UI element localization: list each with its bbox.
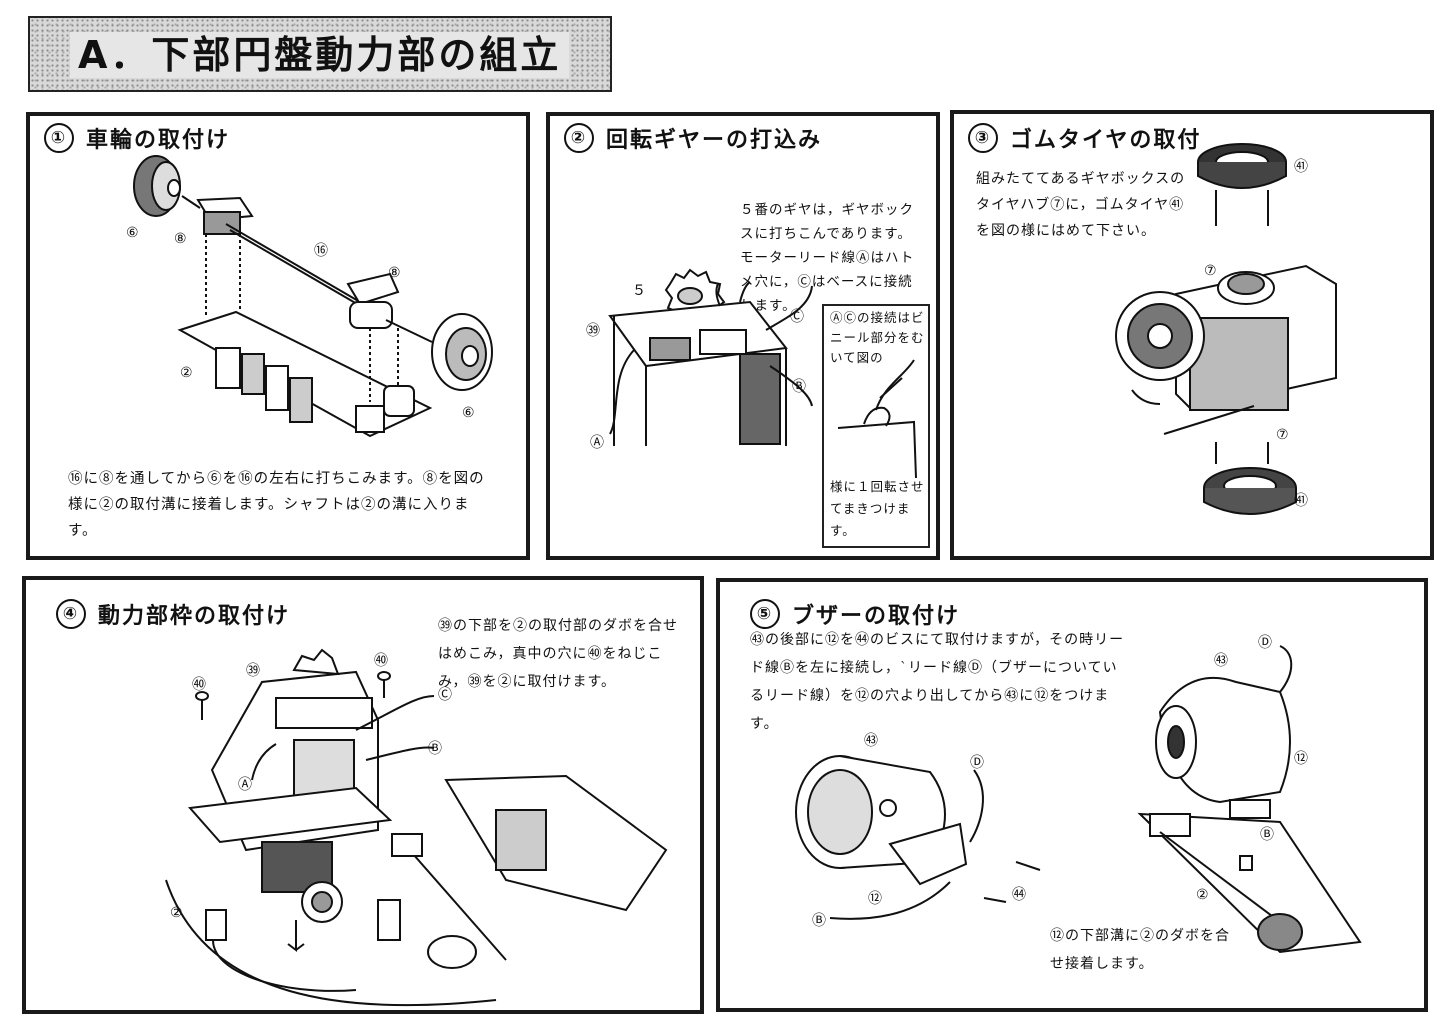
step4-title: ④ 動力部枠の取付け — [56, 598, 290, 630]
step3-number: ③ — [968, 123, 998, 153]
step5-title: ⑤ ブザーの取付け — [750, 598, 960, 630]
step4-label-lead-b: Ⓑ — [428, 741, 442, 757]
step5-label-lead-d-right: Ⓓ — [1258, 635, 1272, 651]
step1-label-base: ② — [180, 365, 193, 381]
title-banner: A．下部円盤動力部の組立 — [28, 16, 612, 92]
step4-label-screw-left: ㊵ — [192, 677, 206, 693]
step2-number: ② — [564, 123, 594, 153]
step4-title-text: 動力部枠の取付け — [98, 604, 291, 629]
step2-title-text: 回転ギヤーの打込み — [606, 128, 823, 153]
step5-number: ⑤ — [750, 599, 780, 629]
step5-label-buzzer-right: ㊸ — [1214, 653, 1228, 669]
step1-number: ① — [44, 123, 74, 153]
step2-label-lead-b: Ⓑ — [792, 379, 806, 395]
step4-label-base: ② — [170, 905, 183, 921]
step1-panel: ① 車輪の取付け — [26, 112, 530, 560]
step5-description: ㊸の後部に⑫を㊹のビスにて取付けますが，その時リード線Ⓑを左に接続し，`リード線… — [750, 632, 1125, 732]
step2-note-top: ⒶⒸの接続はビニール部分をむいて図の — [830, 310, 925, 365]
step3-description: 組みたててあるギヤボックスのタイヤハブ⑦に，ゴムタイヤ㊶を図の様にはめて下さい。 — [976, 171, 1186, 239]
step1-label-bracket-left: ⑧ — [174, 231, 187, 247]
step1-description: ⑯に⑧を通してから⑥を⑯の左右に打ちこみます。⑧を図の様に②の取付溝に接着します… — [68, 471, 485, 539]
step4-label-screw-right: ㊵ — [374, 653, 388, 669]
step5-title-text: ブザーの取付け — [792, 604, 961, 629]
step5-note: ⑫の下部溝に②のダボを合せ接着します。 — [1050, 928, 1230, 972]
step5-label-bracket-left: ⑫ — [868, 891, 882, 907]
step3-illustration — [954, 114, 1438, 564]
step4-number: ④ — [56, 599, 86, 629]
step3-title: ③ ゴムタイヤの取付 — [968, 122, 1201, 154]
page-title: A．下部円盤動力部の組立 — [70, 32, 570, 78]
step1-label-bracket-right: ⑧ — [388, 265, 401, 281]
step3-label-tire-bottom: ㊶ — [1294, 493, 1308, 509]
step5-panel: ⑤ ブザーの取付け ㊸の後部に⑫を㊹のビスにて取付けますが，その時リード線Ⓑを左に… — [716, 578, 1428, 1012]
step2-note-illustration — [824, 306, 932, 550]
step2-illustration — [550, 116, 944, 564]
step2-note-bottom: 様に１回転させてまきつけます。 — [830, 479, 925, 538]
step5-label-buzzer-left: ㊸ — [864, 733, 878, 749]
step1-label-shaft: ⑯ — [314, 243, 328, 259]
step1-title-text: 車輪の取付け — [86, 128, 231, 153]
step5-label-lead-d-left: Ⓓ — [970, 755, 984, 771]
step5-label-bracket-right: ⑫ — [1294, 751, 1308, 767]
step4-label-lead-a: Ⓐ — [238, 777, 252, 793]
step1-illustration — [30, 116, 534, 564]
step5-label-base: ② — [1196, 887, 1209, 903]
step2-panel: ② 回転ギヤーの打込み ５番のギヤは，ギヤボックスに打ちこんであります。モーターリ… — [546, 112, 940, 560]
step2-title: ② 回転ギヤーの打込み — [564, 122, 822, 154]
step1-label-wheel-right: ⑥ — [462, 405, 475, 421]
step4-description: ㊴の下部を②の取付部のダボを合せはめこみ，真中の穴に㊵をねじこみ，㊴を②に取付け… — [438, 618, 678, 690]
step3-label-hub-top: ⑦ — [1204, 263, 1217, 279]
step4-illustration — [26, 580, 708, 1018]
step1-title: ① 車輪の取付け — [44, 122, 230, 154]
step4-label-frame: ㊴ — [246, 663, 260, 679]
step5-illustration — [720, 582, 1432, 1016]
step2-label-frame: ㊴ — [586, 323, 600, 339]
step2-note-box: ⒶⒸの接続はビニール部分をむいて図の 様に１回転させてまきつけます。 — [822, 304, 930, 548]
step3-label-hub-bottom: ⑦ — [1276, 427, 1289, 443]
step3-title-text: ゴムタイヤの取付 — [1010, 128, 1202, 153]
step5-label-screw: ㊹ — [1012, 887, 1026, 903]
step5-label-lead-b-right: Ⓑ — [1260, 827, 1274, 843]
step3-panel: ③ ゴムタイヤの取付 組みたててあるギヤボックスのタイヤハブ⑦に，ゴムタイヤ㊶を図… — [950, 110, 1434, 560]
step2-label-lead-a: Ⓐ — [590, 435, 604, 451]
step2-description: ５番のギヤは，ギヤボックスに打ちこんであります。モーターリード線Ⓐはハトメ穴に，… — [740, 202, 915, 314]
step4-panel: ④ 動力部枠の取付け ㊴の下部を②の取付部のダボを合せはめこみ，真中の穴に㊵をねじ… — [22, 576, 704, 1014]
step2-label-lead-c: Ⓒ — [790, 309, 804, 325]
step5-label-lead-b-left: Ⓑ — [812, 913, 826, 929]
step1-label-wheel-left: ⑥ — [126, 225, 139, 241]
step4-label-lead-c: Ⓒ — [438, 687, 452, 703]
step2-label-gear: ５ — [632, 283, 646, 299]
step3-label-tire-top: ㊶ — [1294, 159, 1308, 175]
